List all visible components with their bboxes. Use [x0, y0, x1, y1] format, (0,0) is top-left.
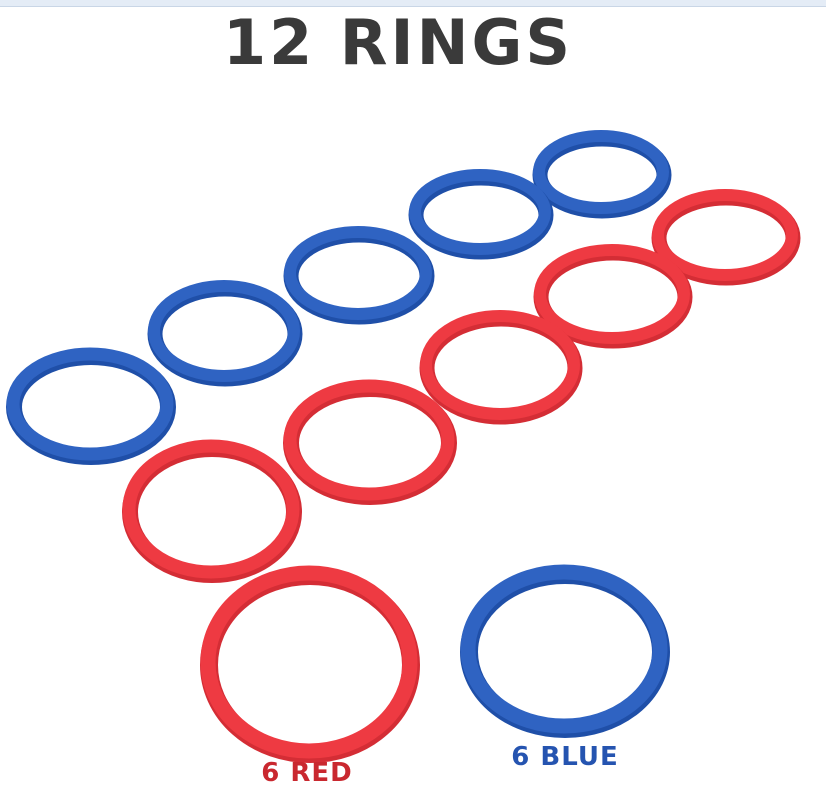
blue-ring — [532, 130, 672, 219]
product-title: 12 RINGS — [222, 6, 574, 79]
red-ring — [651, 189, 801, 286]
red-count-label: 6 RED — [261, 758, 353, 788]
blue-ring — [147, 280, 303, 387]
red-ring — [419, 310, 583, 425]
top-strip — [0, 0, 826, 7]
red-ring — [283, 379, 457, 505]
red-ring — [122, 439, 302, 583]
blue-ring — [6, 347, 176, 465]
blue-ring-sample — [460, 564, 670, 738]
blue-ring — [408, 169, 554, 260]
red-ring-sample — [200, 565, 420, 763]
red-ring — [533, 244, 693, 349]
blue-ring — [283, 226, 435, 325]
blue-count-label: 6 BLUE — [511, 742, 619, 772]
